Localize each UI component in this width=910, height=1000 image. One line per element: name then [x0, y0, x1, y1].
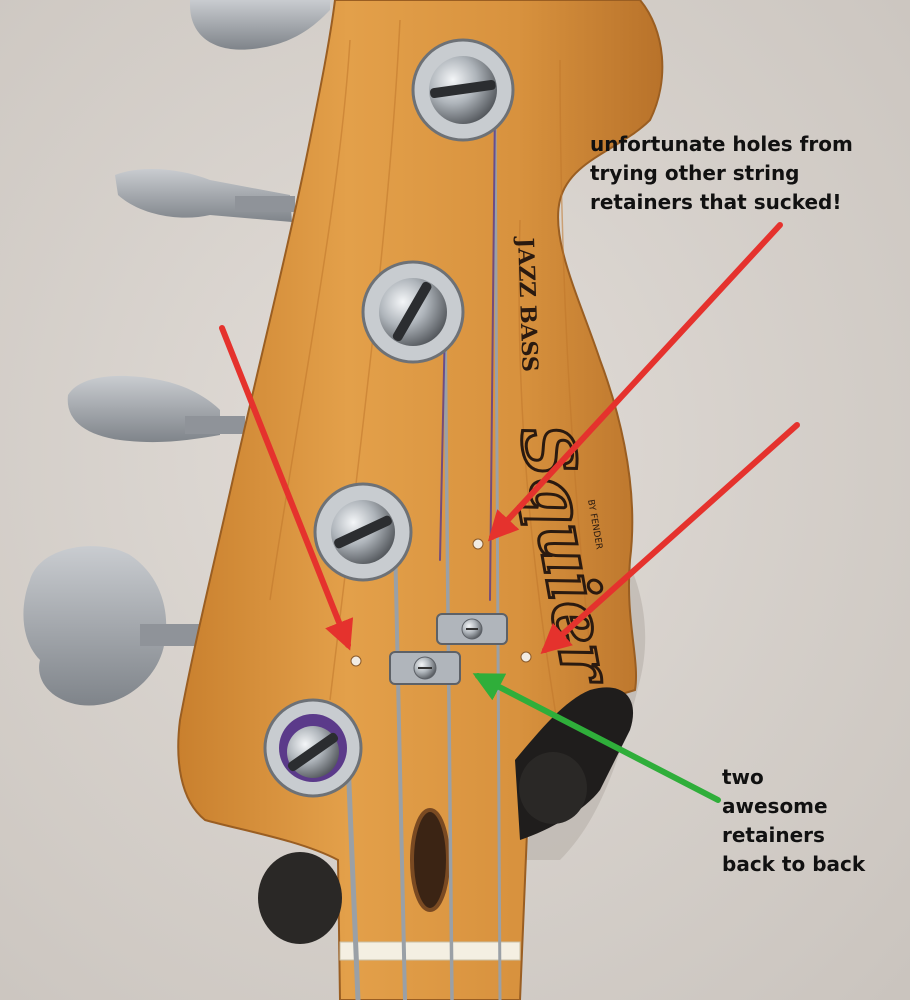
tuning-post-1	[411, 38, 515, 142]
red-arrow-3	[540, 422, 800, 654]
tuner-shaft-3	[185, 416, 245, 434]
screw-hole-left	[350, 655, 362, 667]
red-arrow-1	[487, 222, 783, 542]
tuner-key-1	[190, 0, 330, 50]
truss-rod-hole	[410, 808, 450, 912]
holes-note-line: retainers that sucked!	[590, 190, 842, 214]
string-retainers	[389, 613, 508, 685]
wall-hanger	[258, 687, 634, 944]
tuner-shaft-4	[140, 624, 200, 646]
retainers-note: two awesome retainers back to back	[722, 763, 865, 879]
tuning-post-4	[263, 698, 363, 798]
red-arrow-2	[219, 325, 354, 651]
retainers-note-line: two	[722, 765, 764, 789]
screw-hole-right	[520, 651, 532, 663]
retainers-note-line: back to back	[722, 852, 866, 876]
logo-model: JAZZ BASS	[512, 235, 543, 372]
retainer-lower	[389, 651, 461, 685]
tuner-key-3	[67, 375, 220, 443]
retainers-note-line: retainers	[722, 823, 825, 847]
hanger-knob-right	[519, 752, 587, 824]
annotation-arrows	[219, 222, 800, 803]
hanger-knob-left	[258, 852, 342, 944]
retainer-upper	[436, 613, 508, 645]
holes-note-line: unfortunate holes from	[590, 132, 853, 156]
retainers-note-line: awesome	[722, 794, 828, 818]
holes-note-line: trying other string	[590, 161, 800, 185]
tuner-shaft-2	[235, 196, 295, 212]
tuner-keys	[23, 0, 330, 706]
nut	[339, 941, 521, 961]
screw-hole-upper	[472, 538, 484, 550]
tuning-post-3	[313, 482, 413, 582]
tuner-key-4	[23, 546, 167, 706]
unused-screw-holes	[350, 538, 532, 667]
tuning-post-2	[361, 260, 465, 364]
tuning-posts	[263, 38, 515, 798]
green-arrow	[472, 673, 721, 803]
holes-note: unfortunate holes from trying other stri…	[590, 130, 853, 217]
